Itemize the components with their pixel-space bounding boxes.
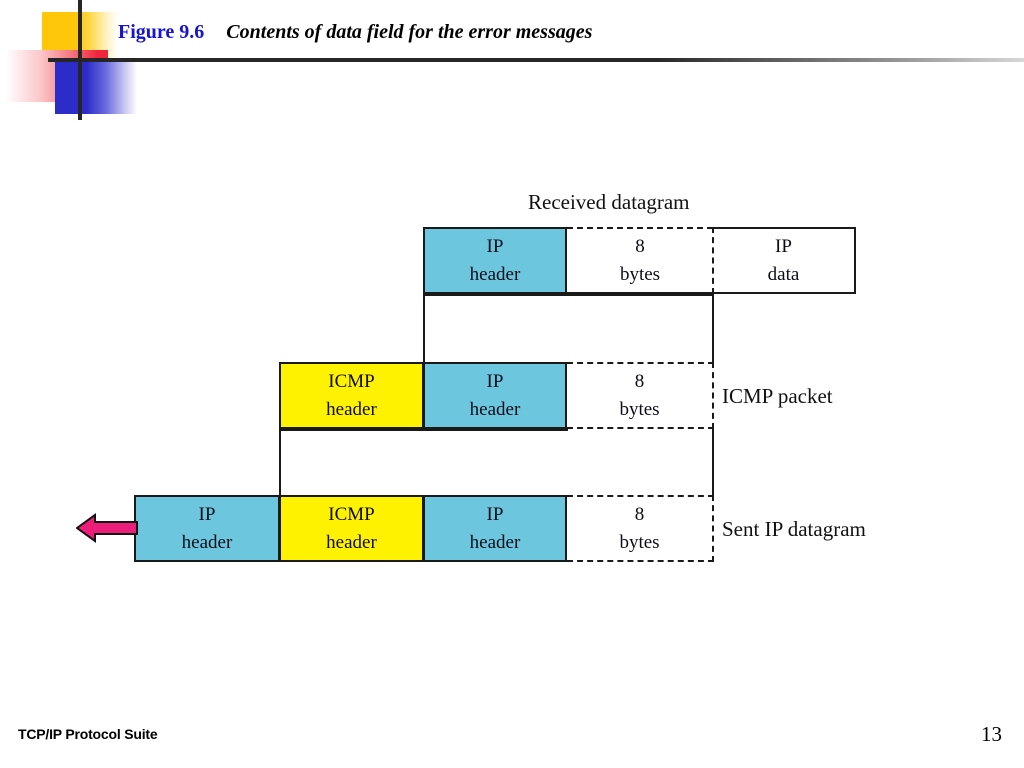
connector-row2-row3-left: [279, 429, 281, 497]
row1-cell-ip-header-line1: IP: [486, 235, 504, 257]
row3-cell-ip-header-inner-line1: IP: [486, 503, 504, 525]
figure-number: Figure 9.6: [118, 21, 205, 43]
row1-cell-ip-data-line2: data: [767, 263, 800, 285]
row2-cell-ip-header-line1: IP: [486, 370, 504, 392]
footer-book-title: TCP/IP Protocol Suite: [18, 726, 158, 742]
row1-cell-8-bytes-line2: bytes: [619, 263, 661, 285]
row2-cell-8-bytes-line2: bytes: [619, 398, 660, 420]
row3-cell-8-bytes-line1: 8: [634, 503, 645, 525]
row2-cell-ip-header: IP header: [423, 362, 567, 429]
connector-row1-row2-left: [423, 294, 425, 364]
row1-cell-8-bytes: 8 bytes: [567, 227, 713, 294]
row3-cell-8-bytes-line2: bytes: [619, 531, 660, 553]
row3-cell-ip-header-outer-line2: header: [181, 531, 233, 553]
row2-cell-8-bytes-line1: 8: [634, 370, 645, 392]
connector-row1-bottom-rule: [423, 294, 713, 296]
row3-cell-ip-header-outer: IP header: [134, 495, 280, 562]
icmp-packet-label: ICMP packet: [722, 384, 833, 408]
row1-dashed-divider: [712, 227, 714, 294]
row3-cell-ip-header-outer-line1: IP: [198, 503, 216, 525]
row2-cell-ip-header-line2: header: [469, 398, 521, 420]
row3-cell-8-bytes: 8 bytes: [567, 495, 714, 562]
footer-page-number: 13: [981, 722, 1002, 746]
row1-cell-ip-header-line2: header: [469, 263, 521, 285]
row2-cell-icmp-header: ICMP header: [279, 362, 424, 429]
row1-cell-ip-data-line1: IP: [775, 235, 792, 257]
sent-direction-arrow-icon: [76, 513, 138, 543]
row3-cell-icmp-header-line1: ICMP: [328, 503, 375, 525]
connector-row2-bottom-rule: [279, 429, 568, 431]
row1-cell-ip-header: IP header: [423, 227, 567, 294]
row3-cell-icmp-header: ICMP header: [279, 495, 424, 562]
received-datagram-label: Received datagram: [528, 190, 690, 214]
row2-cell-8-bytes: 8 bytes: [567, 362, 714, 429]
row2-cell-icmp-header-line2: header: [326, 398, 377, 420]
figure-caption: Contents of data field for the error mes…: [226, 21, 593, 43]
row3-cell-icmp-header-line2: header: [326, 531, 377, 553]
sent-ip-datagram-label: Sent IP datagram: [722, 517, 866, 541]
row1-cell-ip-data: IP data: [713, 227, 856, 294]
decoration-horizontal-rule: [48, 58, 1024, 62]
row3-cell-ip-header-inner: IP header: [423, 495, 567, 562]
page-title: Figure 9.6 Contents of data field for the…: [118, 18, 592, 46]
row2-cell-icmp-header-line1: ICMP: [328, 370, 375, 392]
connector-row2-row3-right: [712, 429, 714, 497]
decoration-blue-square: [55, 62, 137, 114]
row3-cell-ip-header-inner-line2: header: [469, 531, 521, 553]
connector-row1-row2-right: [712, 294, 714, 364]
row1-cell-8-bytes-line1: 8: [635, 235, 645, 257]
